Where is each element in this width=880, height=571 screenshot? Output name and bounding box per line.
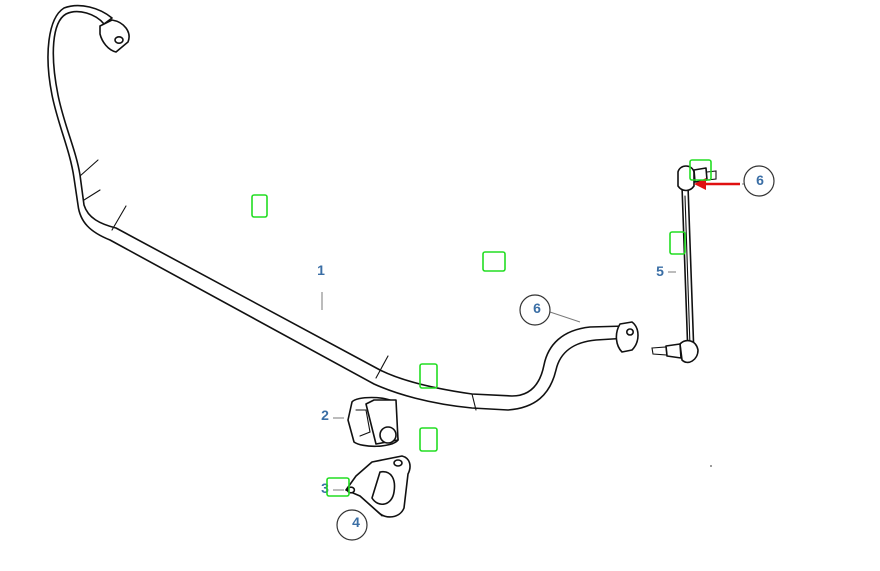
- hotspot-bushing[interactable]: [419, 427, 438, 452]
- callout-5: 5: [656, 263, 664, 279]
- rubber-bushing: [347, 396, 399, 448]
- callout-bubble-6-link: [743, 165, 775, 197]
- callout-3: 3: [321, 480, 329, 496]
- hotspot-bar-upper[interactable]: [251, 194, 268, 218]
- leader-lines: [321, 183, 744, 491]
- pointer-arrow: [694, 178, 740, 190]
- callout-bubble-4: [336, 509, 368, 541]
- hotspot-clamp[interactable]: [326, 477, 350, 497]
- callout-1: 1: [317, 262, 325, 278]
- hotspots: [251, 159, 712, 497]
- callout-4: 4: [352, 514, 360, 530]
- stabilizer-bar: [47, 4, 639, 411]
- hotspot-link-body[interactable]: [669, 231, 686, 255]
- callout-6-link: 6: [756, 172, 764, 188]
- hotspot-bar-middle[interactable]: [482, 251, 506, 272]
- hotspot-link-top[interactable]: [689, 159, 712, 181]
- hotspot-bar-lower[interactable]: [419, 363, 438, 389]
- mounting-clamp: [345, 455, 411, 518]
- callout-bubble-6-bar: [519, 294, 551, 326]
- callout-6-bar: 6: [533, 300, 541, 316]
- callout-2: 2: [321, 407, 329, 423]
- stabilizer-link: [651, 165, 717, 364]
- callouts: 1 2 3 5 4 6 6: [317, 165, 775, 541]
